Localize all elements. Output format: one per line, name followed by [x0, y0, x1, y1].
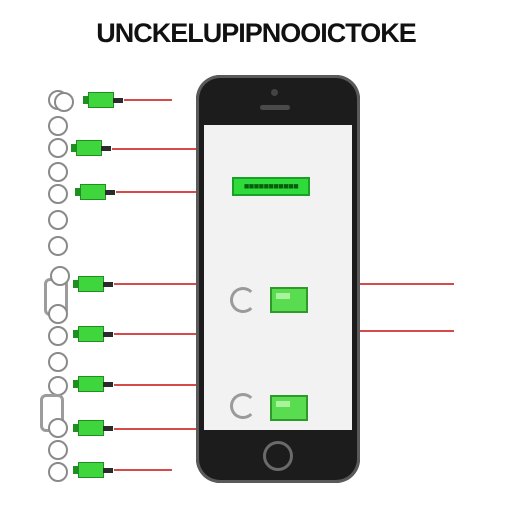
connector-plug-icon	[73, 326, 113, 342]
connector-plug-icon	[73, 276, 113, 292]
connector-plug-icon	[83, 92, 123, 108]
ring-icon	[48, 418, 68, 438]
ring-icon	[48, 184, 68, 204]
chip-icon	[270, 287, 308, 313]
connector-plug-icon	[73, 462, 113, 478]
connector-plug-icon	[75, 184, 115, 200]
connector-plug-icon	[73, 376, 113, 392]
earpiece-speaker	[260, 105, 290, 110]
circle-arrow-icon	[230, 287, 256, 313]
ring-icon	[48, 236, 68, 256]
wire-line	[112, 148, 204, 150]
wire-line	[124, 99, 172, 101]
phone-screen: ■■■■■■■■■■■	[204, 125, 352, 430]
connector-plug-icon	[71, 140, 111, 156]
wire-line	[114, 384, 204, 386]
wire-line	[114, 333, 208, 335]
wire-line	[114, 283, 236, 285]
connector-plug-icon	[73, 420, 113, 436]
ring-icon	[54, 92, 74, 112]
ring-icon	[48, 138, 68, 158]
wire-line	[114, 469, 172, 471]
smartphone: ■■■■■■■■■■■	[196, 75, 360, 483]
ring-icon	[48, 210, 68, 230]
wire-line	[114, 428, 204, 430]
screen-banner: ■■■■■■■■■■■	[232, 177, 310, 196]
ring-icon	[48, 162, 68, 182]
ring-icon	[48, 352, 68, 372]
ring-icon	[48, 326, 68, 346]
ring-icon	[48, 440, 68, 460]
circle-arrow-icon	[230, 393, 256, 419]
ring-icon	[48, 376, 68, 396]
ring-icon	[48, 462, 68, 482]
page-title: UNCKELUPIPNOOICTOKE	[96, 18, 417, 48]
ring-icon	[48, 116, 68, 136]
camera-icon	[271, 89, 278, 96]
chip-icon	[270, 395, 308, 421]
home-button[interactable]	[263, 441, 293, 471]
wire-line	[116, 191, 206, 193]
wire-line	[344, 330, 454, 332]
ring-icon	[48, 304, 68, 324]
wire-line	[344, 283, 454, 285]
ring-icon	[50, 266, 70, 286]
